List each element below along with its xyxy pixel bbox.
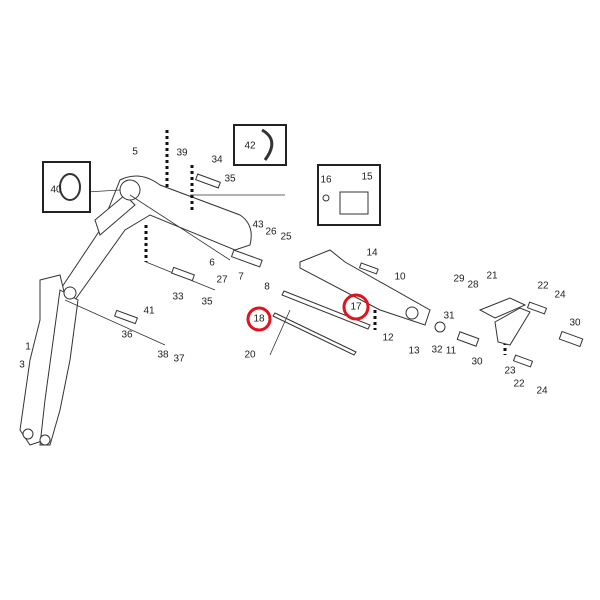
part-label: 31 (443, 310, 455, 322)
part-label: 16 (320, 174, 332, 186)
pin-30 (456, 331, 480, 347)
arm-pin-hole (39, 434, 51, 446)
part-label: 37 (173, 353, 185, 365)
highlight-circle-17 (342, 293, 370, 321)
part-label: 22 (537, 280, 549, 292)
part-label: 14 (366, 247, 378, 259)
cylinder-end (405, 306, 419, 320)
arm-pivot (63, 286, 77, 300)
part-label: 35 (201, 296, 213, 308)
part-label: 6 (209, 257, 215, 269)
inset-42 (233, 124, 287, 166)
part-label: 10 (394, 271, 406, 283)
part-label: 12 (382, 332, 394, 344)
arm-side (39, 289, 79, 446)
part-label: 33 (172, 291, 184, 303)
pin-34 (195, 173, 221, 189)
part-label: 27 (216, 274, 228, 286)
part-label: 39 (176, 147, 188, 159)
part-label: 5 (132, 146, 138, 158)
pin-30b (558, 330, 584, 348)
part-label: 43 (252, 219, 264, 231)
seal-40 (59, 173, 81, 201)
part-label: 3 (19, 359, 25, 371)
pin-22b (512, 354, 534, 368)
part-label: 36 (121, 329, 133, 341)
highlight-circle-18 (246, 306, 272, 332)
leader-lines (269, 309, 291, 356)
part-label: 15 (361, 171, 373, 183)
part-label: 1 (25, 341, 31, 353)
part-label: 20 (244, 349, 256, 361)
part-label: 30 (569, 317, 581, 329)
part-label: 11 (445, 345, 457, 357)
plate-15 (339, 191, 369, 215)
part-label: 7 (238, 271, 244, 283)
part-label: 40 (50, 184, 62, 196)
part-label: 42 (244, 140, 256, 152)
part-label: 26 (265, 226, 277, 238)
part-label: 35 (224, 173, 236, 185)
pin-36 (113, 309, 139, 325)
part-label: 18 (253, 313, 265, 325)
bucket-cylinder-10 (299, 249, 431, 326)
part-label: 23 (504, 365, 516, 377)
part-label: 38 (157, 349, 169, 361)
washer-32 (434, 321, 446, 333)
part-label: 34 (211, 154, 223, 166)
rod-17 (281, 290, 371, 330)
pin-14 (358, 262, 379, 275)
part-label: 32 (431, 344, 443, 356)
part-label: 24 (554, 289, 566, 301)
rod-18 (272, 312, 357, 356)
part-label: 41 (143, 305, 155, 317)
boom-cylinder (94, 194, 136, 236)
boom-head (119, 179, 141, 201)
pin-33 (170, 266, 196, 282)
pin-22 (526, 301, 548, 315)
part-label: 25 (280, 231, 292, 243)
part-label: 29 (453, 273, 465, 285)
part-label: 8 (264, 281, 270, 293)
part-label: 24 (536, 385, 548, 397)
boom (59, 175, 252, 312)
link-21b (494, 307, 531, 346)
bolt-16 (322, 194, 330, 202)
part-label: 22 (513, 378, 525, 390)
part-label: 28 (467, 279, 479, 291)
part-label: 30 (471, 356, 483, 368)
part-label: 13 (408, 345, 420, 357)
pin-7 (230, 249, 263, 268)
link-21 (478, 297, 527, 319)
bushing-42 (261, 128, 274, 161)
arm-pin-hole (22, 428, 34, 440)
part-label: 17 (350, 301, 362, 313)
part-label: 21 (486, 270, 498, 282)
